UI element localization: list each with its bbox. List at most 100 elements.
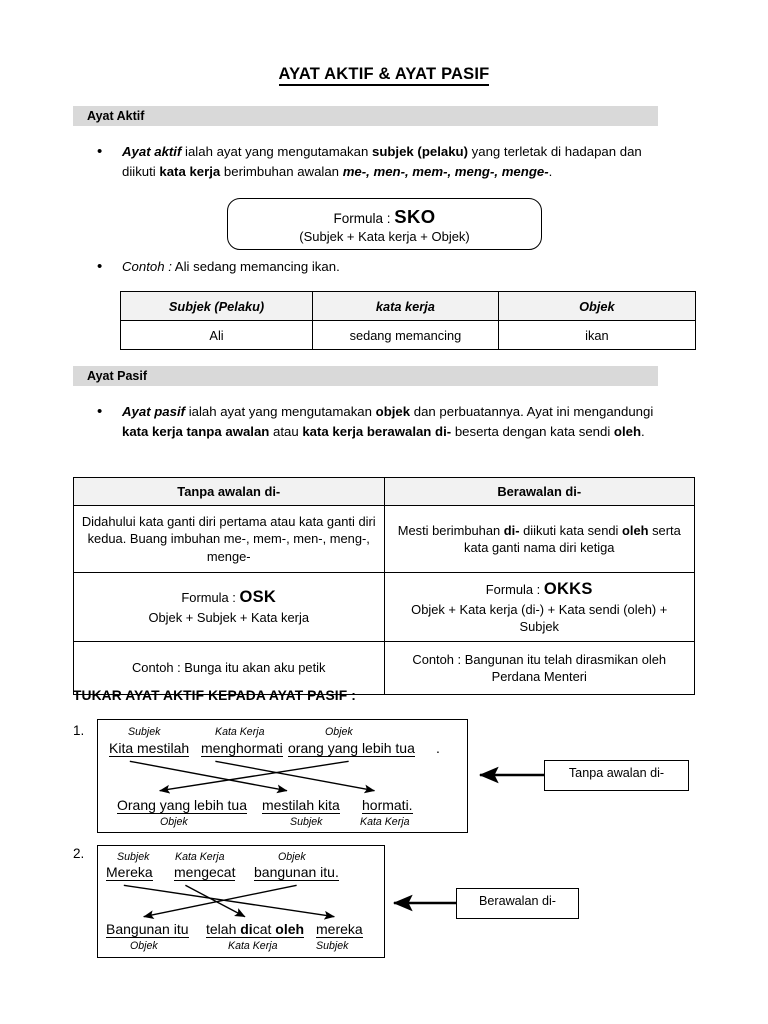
formula-okks-label: Formula : <box>485 581 544 597</box>
bullet-ayat-aktif-example: • Contoh : Ali sedang memancing ikan. <box>97 257 657 277</box>
kata-kerja-plain-1: telah <box>206 921 241 937</box>
formula-osk-label: Formula : <box>181 590 240 606</box>
cell-example-okks: Contoh : Bangunan itu telah dirasmikan o… <box>383 641 695 695</box>
bullet-ayat-pasif-text: Ayat pasif ialah ayat yang mengutamakan … <box>122 402 657 442</box>
contoh-sentence: Ali sedang memancing ikan. <box>171 259 340 274</box>
term-awalan-list: me-, men-, mem-, meng-, menge- <box>342 164 549 180</box>
pasif-text-1: ialah ayat yang mengutamakan <box>185 404 376 419</box>
column-header-kata-kerja: kata kerja <box>312 291 499 321</box>
diagram-1-top-word-objek: orang yang lebih tua <box>288 740 415 758</box>
diagram-1-bottom-label-objek: Objek <box>160 816 188 828</box>
diagram-2-bottom-word-objek: Bangunan itu <box>106 921 189 939</box>
diagram-1-top-label-kata-kerja: Kata Kerja <box>215 726 265 738</box>
diagram-1-bottom-word-objek: Orang yang lebih tua <box>117 797 247 815</box>
kata-kerja-plain-2: cat <box>252 921 276 937</box>
diagram-2-bottom-label-subjek: Subjek <box>316 940 349 952</box>
diagram-1-bottom-word-kata-kerja: hormati. <box>362 797 413 815</box>
table-row: Ali sedang memancing ikan <box>119 320 697 350</box>
cell-berawalan-description: Mesti berimbuhan di- diikuti kata sendi … <box>383 505 695 573</box>
term-di-prefix: di- <box>503 522 520 538</box>
section-header-ayat-pasif-label: Ayat Pasif <box>87 369 147 383</box>
diagram-2-top-word-kata-kerja: mengecat <box>174 864 236 882</box>
transform-diagram-1: Subjek Kata Kerja Objek Kita mestilah me… <box>97 719 468 833</box>
formula-okks-expansion: Objek + Kata kerja (di-) + Kata sendi (o… <box>411 601 668 634</box>
term-oleh: oleh <box>613 424 642 440</box>
table-header-row: Subjek (Pelaku) kata kerja Objek <box>119 291 697 321</box>
berawalan-desc-2: diikuti kata sendi <box>519 522 622 538</box>
pasif-text-3: atau <box>269 424 303 440</box>
diagram-2-number: 2. <box>73 846 85 861</box>
diagram-2-top-label-kata-kerja: Kata Kerja <box>175 851 225 863</box>
aktif-text-3: berimbuhan awalan <box>220 164 343 180</box>
pasif-text-5: . <box>641 424 645 440</box>
kata-kerja-bold-di: di <box>240 921 253 937</box>
column-header-subjek: Subjek (Pelaku) <box>119 291 314 321</box>
diagram-2-bottom-label-kata-kerja: Kata Kerja <box>228 940 278 952</box>
diagram-2-bottom-word-kata-kerja: telah dicat oleh <box>206 921 305 939</box>
bullet-ayat-pasif-definition: • Ayat pasif ialah ayat yang mengutamaka… <box>97 402 657 442</box>
tukar-section-heading: TUKAR AYAT AKTIF KEPADA AYAT PASIF : <box>73 688 356 703</box>
kata-kerja-bold-oleh: oleh <box>275 921 305 937</box>
bullet-dot-icon: • <box>97 403 103 420</box>
bullet-contoh-text: Contoh : Ali sedang memancing ikan. <box>122 257 657 277</box>
page-title: AYAT AKTIF & AYAT PASIF <box>0 65 768 86</box>
cell-kata-kerja-value: sedang memancing <box>312 320 499 350</box>
transform-diagram-2: Subjek Kata Kerja Objek Mereka mengecat … <box>97 845 385 958</box>
term-kata-kerja: kata kerja <box>159 164 221 180</box>
callout-berawalan-di: Berawalan di- <box>456 888 579 919</box>
aktif-text-2: yang terletak di hadapan dan diikuti <box>122 144 642 180</box>
cell-tanpa-awalan-description: Didahului kata ganti diri pertama atau k… <box>73 505 385 573</box>
diagram-1-bottom-label-kata-kerja: Kata Kerja <box>360 816 410 828</box>
diagram-1-top-label-subjek: Subjek <box>128 726 161 738</box>
formula-osk-expansion: Objek + Subjek + Kata kerja <box>148 610 309 626</box>
pasif-text-4: beserta dengan kata sendi <box>451 424 614 440</box>
term-ayat-aktif: Ayat aktif <box>122 144 182 159</box>
table-header-row: Tanpa awalan di- Berawalan di- <box>73 477 695 506</box>
callout-2-arrow-icon <box>392 894 458 912</box>
diagram-1-top-period: . <box>436 740 440 756</box>
diagram-1-bottom-label-subjek: Subjek <box>290 816 323 828</box>
cell-example-osk: Contoh : Bunga itu akan aku petik <box>73 641 385 695</box>
section-header-ayat-aktif: Ayat Aktif <box>73 106 658 126</box>
formula-sko-expansion: (Subjek + Kata kerja + Objek) <box>299 229 470 245</box>
example-table-active-sentence: Subjek (Pelaku) kata kerja Objek Ali sed… <box>119 291 697 350</box>
formula-okks-line: Formula : OKKS <box>392 579 688 601</box>
formula-sko-line: Formula : SKO <box>228 205 541 228</box>
cell-formula-osk: Formula : OSK Objek + Subjek + Kata kerj… <box>73 572 385 642</box>
table-row-formula: Formula : OSK Objek + Subjek + Kata kerj… <box>73 572 695 642</box>
diagram-1-top-word-kata-kerja: menghormati <box>201 740 283 758</box>
bullet-dot-icon: • <box>97 258 103 275</box>
term-kata-kerja-berawalan-di: kata kerja berawalan di- <box>302 424 452 440</box>
diagram-2-bottom-label-objek: Objek <box>130 940 158 952</box>
cell-objek-value: ikan <box>497 320 697 350</box>
formula-osk-line: Formula : OSK <box>81 587 377 609</box>
section-header-ayat-aktif-label: Ayat Aktif <box>87 109 145 123</box>
diagram-2-top-label-subjek: Subjek <box>117 851 150 863</box>
bullet-ayat-aktif-text: Ayat aktif ialah ayat yang mengutamakan … <box>122 142 657 182</box>
diagram-1-top-label-objek: Objek <box>325 726 353 738</box>
page-title-text: AYAT AKTIF & AYAT PASIF <box>278 65 490 86</box>
diagram-2-bottom-word-subjek: mereka <box>316 921 363 939</box>
section-header-ayat-pasif: Ayat Pasif <box>73 366 658 386</box>
diagram-1-top-word-subjek: Kita mestilah <box>109 740 190 758</box>
diagram-2-top-word-subjek: Mereka <box>106 864 153 882</box>
berawalan-desc-1: Mesti berimbuhan <box>397 522 504 538</box>
table-row-description: Didahului kata ganti diri pertama atau k… <box>73 505 695 573</box>
diagram-1-number: 1. <box>73 723 85 738</box>
term-kata-kerja-tanpa-awalan: kata kerja tanpa awalan <box>122 424 270 440</box>
cell-formula-okks: Formula : OKKS Objek + Kata kerja (di-) … <box>383 572 695 642</box>
column-header-objek: Objek <box>497 291 697 321</box>
label-contoh: Contoh : <box>122 259 172 274</box>
diagram-2-top-label-objek: Objek <box>278 851 306 863</box>
bullet-dot-icon: • <box>97 143 103 160</box>
passive-forms-table: Tanpa awalan di- Berawalan di- Didahului… <box>73 477 695 695</box>
cell-subjek-value: Ali <box>119 320 314 350</box>
aktif-text-4: . <box>548 164 553 180</box>
column-header-berawalan-di: Berawalan di- <box>383 477 695 506</box>
term-oleh-word: oleh <box>622 522 649 538</box>
term-objek: objek <box>375 404 411 419</box>
formula-sko-acronym: SKO <box>394 206 436 227</box>
formula-sko-label: Formula : <box>333 211 395 226</box>
term-subjek-pelaku: subjek (pelaku) <box>371 144 468 159</box>
